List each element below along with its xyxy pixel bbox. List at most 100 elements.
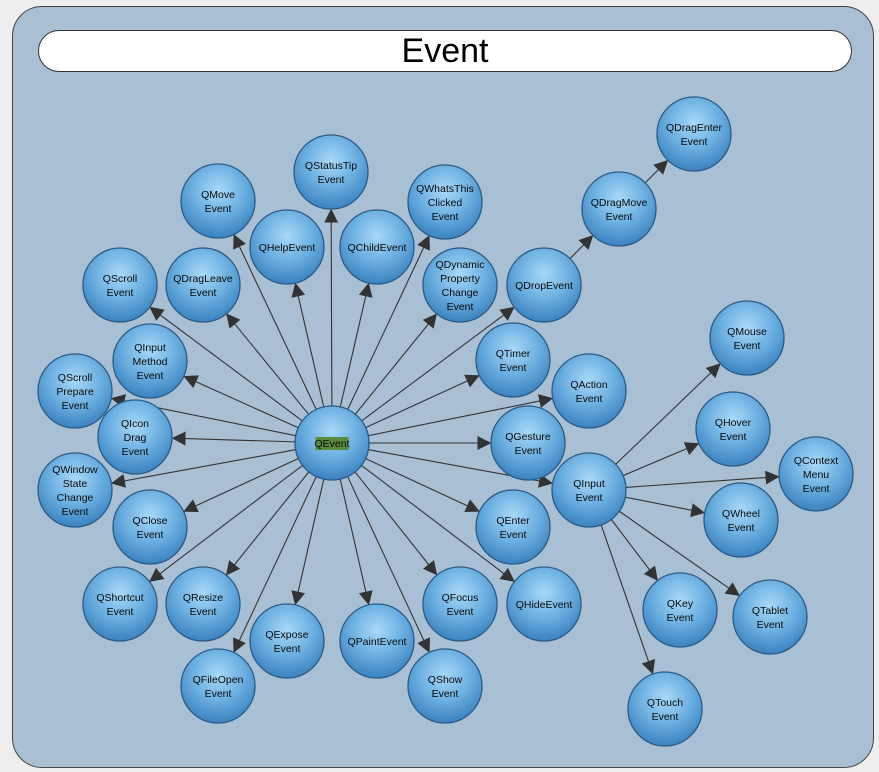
node-label-line: Event [107, 606, 134, 618]
node-circle [506, 247, 582, 323]
node-label-line: Prepare [56, 386, 94, 398]
node-label-line: QAction [570, 379, 608, 391]
node-circle [249, 209, 325, 285]
node-label-line: QWhatsThis [416, 183, 474, 195]
edge-qinput-to-qtouch [600, 524, 656, 675]
node-qhelpevent: QHelpEvent [249, 209, 325, 285]
node-label-line: Event [681, 136, 708, 148]
edge-qevent-to-qfocus [354, 471, 438, 576]
node-label-line: QHelpEvent [259, 242, 316, 254]
node-label-line: QIcon [121, 418, 149, 430]
edge-qevent-to-qwhatsthis [347, 235, 430, 410]
edge-qdropevent-to-qdragmove [569, 235, 594, 260]
node-label-line: QChildEvent [348, 242, 407, 254]
node-circle [165, 566, 241, 642]
edge-qevent-to-qclose [183, 458, 299, 513]
node-label-line: Event [190, 287, 217, 299]
edge-qevent-to-qdropevent [361, 306, 515, 422]
node-circle [422, 566, 498, 642]
node-label-line: QShow [428, 674, 463, 686]
node-label-line: Event [720, 431, 747, 443]
node-label-line: Event [137, 529, 164, 541]
node-qhideevent: QHideEvent [506, 566, 582, 642]
node-label-line: QMouse [727, 326, 767, 338]
node-circle [82, 566, 158, 642]
node-circle [339, 209, 415, 285]
node-label-line: Event [606, 211, 633, 223]
node-label-line: QGesture [505, 431, 551, 443]
node-label-line: Event [432, 211, 459, 223]
node-label-line: QPaintEvent [348, 636, 407, 648]
edge-qevent-to-qaction [368, 394, 554, 437]
node-qpaintevent: QPaintEvent [339, 603, 415, 679]
node-circle [581, 171, 657, 247]
node-circle [293, 134, 369, 210]
root-label-highlight [315, 437, 349, 450]
node-label-line: Event [515, 445, 542, 457]
node-label-line: Event [62, 400, 89, 412]
node-circle [656, 96, 732, 172]
node-label-line: QInput [573, 478, 605, 490]
node-label-line: QTimer [496, 348, 531, 360]
node-label-line: Event [318, 174, 345, 186]
node-label-line: Event [62, 506, 89, 518]
edge-qevent-to-qchildevent [339, 282, 373, 408]
node-label-line: QInput [134, 342, 166, 354]
node-circle [778, 436, 854, 512]
node-label-line: Event [667, 612, 694, 624]
node-label-line: Event [205, 688, 232, 700]
node-circle [180, 648, 256, 724]
edge-qevent-to-qstatustip [324, 208, 339, 407]
node-circle [82, 247, 158, 323]
edge-qevent-to-qtimer [365, 374, 480, 429]
node-label-line: QResize [183, 592, 223, 604]
edge-qevent-to-qhideevent [361, 464, 515, 582]
edge-qdragmove-to-qdragenter [644, 159, 669, 184]
node-label-line: Event [576, 393, 603, 405]
edge-qevent-to-qexpose [291, 478, 325, 606]
edge-qinput-to-qhover [622, 442, 700, 477]
node-circle [339, 603, 415, 679]
node-label-line: Drag [124, 432, 147, 444]
node-label-line: Event [107, 287, 134, 299]
edge-qevent-to-qinputmethod [183, 375, 299, 429]
edge-qinput-to-qwheel [625, 496, 706, 518]
node-label-line: Event [447, 606, 474, 618]
node-circle [165, 247, 241, 323]
edge-qevent-to-qmove [233, 234, 317, 410]
node-circle [407, 164, 483, 240]
node-label-line: QTouch [647, 697, 683, 709]
node-circle [642, 572, 718, 648]
edge-qevent-to-qicondrag [171, 431, 296, 446]
node-circle [112, 323, 188, 399]
edge-qevent-to-qdragleave [226, 313, 310, 415]
node-label-line: Property [440, 273, 480, 285]
edge-qinput-to-qtablet [618, 510, 741, 596]
node-label-line: Event [576, 492, 603, 504]
node-circle [249, 603, 325, 679]
node-label-line: QFileOpen [193, 674, 244, 686]
edge-qinput-to-qcontextmenu [625, 470, 780, 488]
node-label-line: Event [734, 340, 761, 352]
